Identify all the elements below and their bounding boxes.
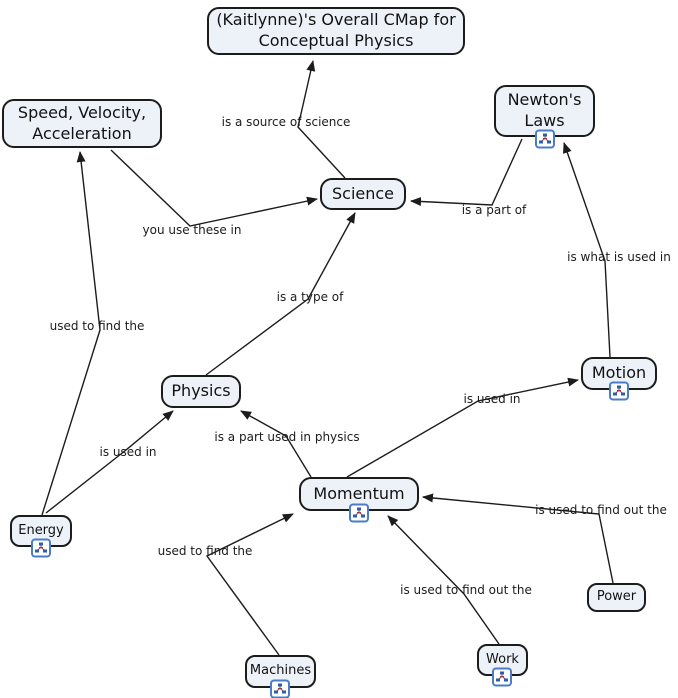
linking-phrase-is-used-in-momentum-motion[interactable]: is used in [463,392,521,406]
linking-phrase-is-a-type-of[interactable]: is a type of [276,290,344,304]
edge-newtons-science [410,138,523,206]
concept-speed-velocity-acceleration[interactable]: Speed, Velocity, Acceleration [2,99,162,148]
linking-phrase-you-use-these-in[interactable]: you use these in [142,223,242,237]
linking-phrase-is-used-in-energy-physics[interactable]: is used in [99,445,157,459]
edge-sva-science [110,149,318,227]
edge-power-momentum [422,493,614,584]
resource-link-icon[interactable] [535,129,555,149]
resource-link-icon[interactable] [492,667,512,687]
edge-energy-sva [41,151,101,516]
edge-momentum-motion [346,377,579,478]
linking-phrase-is-a-source-of-science[interactable]: is a source of science [221,115,351,129]
edge-work-momentum [387,515,500,645]
concept-title[interactable]: (Kaitlynne)'s Overall CMap for Conceptua… [207,7,465,55]
linking-phrase-is-used-to-find-out-the-work[interactable]: is used to find out the [400,583,532,597]
resource-link-icon[interactable] [609,381,629,401]
linking-phrase-used-to-find-the-machines[interactable]: used to find the [157,544,253,558]
linking-phrase-is-a-part-of[interactable]: is a part of [461,203,527,217]
edge-momentum-physics [240,410,312,478]
linking-phrase-is-what-is-used-in[interactable]: is what is used in [567,250,671,264]
concept-power[interactable]: Power [587,583,646,612]
linking-phrase-used-to-find-the-left[interactable]: used to find the [49,319,145,333]
linking-phrase-is-used-to-find-out-the-power[interactable]: is used to find out the [535,503,667,517]
edge-energy-physics [45,410,174,514]
edge-physics-science [205,212,356,376]
resource-link-icon[interactable] [349,503,369,523]
resource-link-icon[interactable] [270,679,290,698]
linking-phrase-is-a-part-used-in-physics[interactable]: is a part used in physics [214,430,360,444]
edge-motion-newtons [563,142,611,358]
concept-physics[interactable]: Physics [161,375,241,408]
resource-link-icon[interactable] [31,538,51,558]
edge-science-title [297,60,346,179]
concept-science[interactable]: Science [320,178,406,210]
concept-newtons-laws[interactable]: Newton's Laws [494,85,595,137]
edge-machines-momentum [205,513,294,656]
